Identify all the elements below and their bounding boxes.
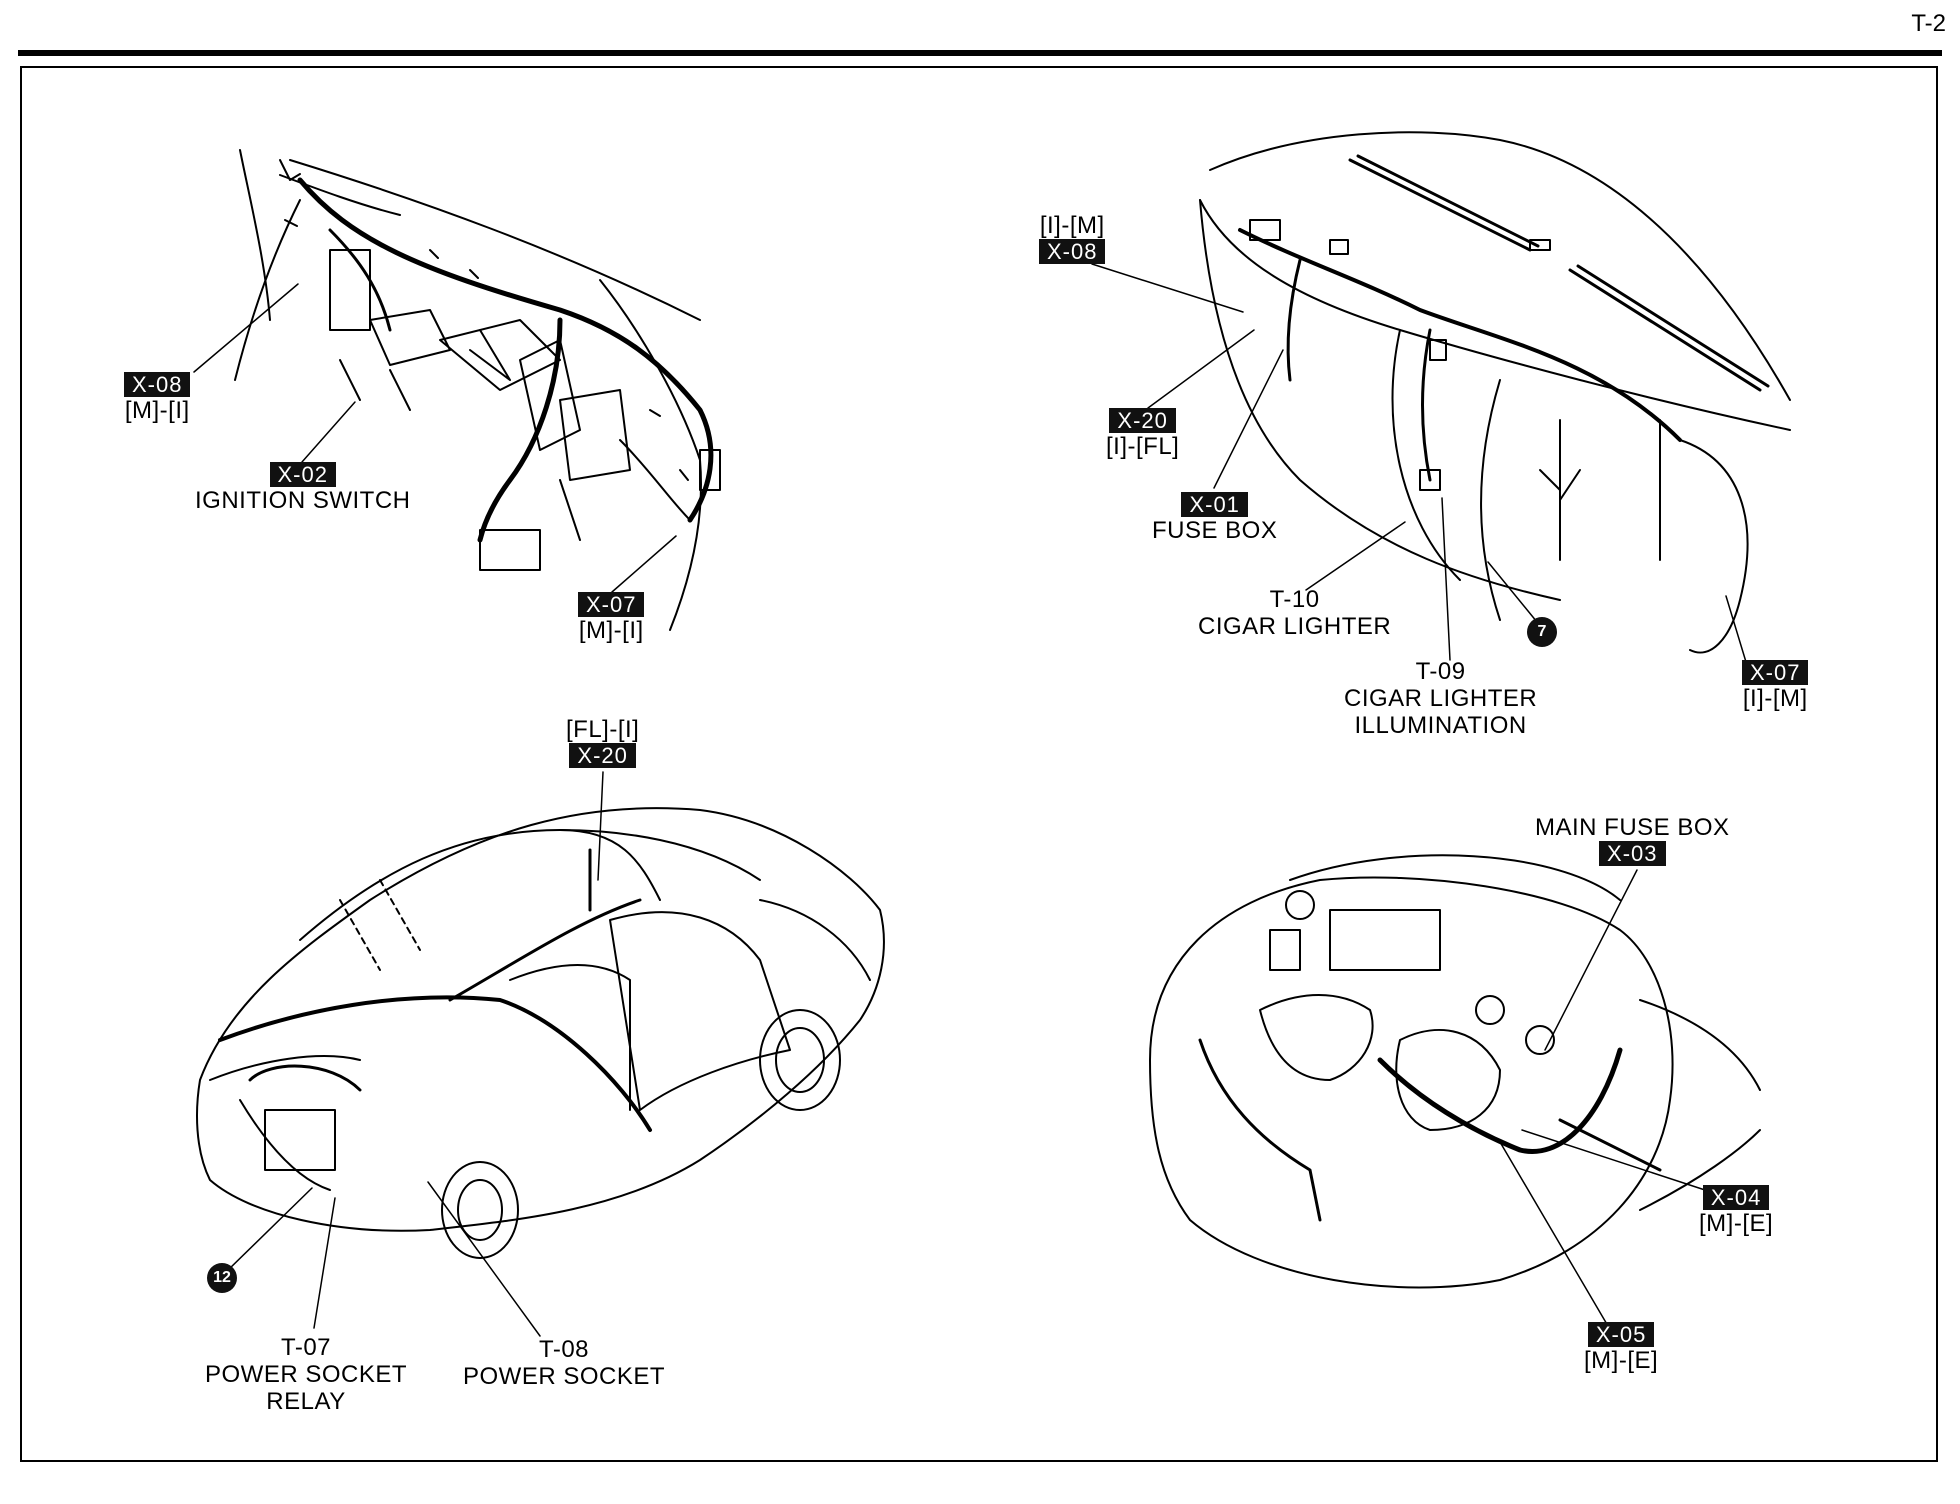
- top-rule: [18, 50, 1942, 56]
- component-name: IGNITION SWITCH: [195, 487, 411, 514]
- connector-route: [M]-[I]: [124, 397, 190, 424]
- terminal-code: T-07: [281, 1334, 332, 1361]
- connector-route: [I]-[FL]: [1106, 433, 1180, 460]
- connector-tag: X-20: [1109, 408, 1176, 433]
- callout-x07-right: X-07 [I]-[M]: [1742, 660, 1809, 712]
- callout-t08-power-socket: T-08 POWER SOCKET: [463, 1336, 665, 1390]
- terminal-code: T-09: [1415, 658, 1466, 685]
- callout-x01-fuse-box: X-01 FUSE BOX: [1152, 492, 1277, 544]
- component-name: FUSE BOX: [1152, 517, 1278, 544]
- connector-tag: X-04: [1702, 1185, 1770, 1210]
- diagram-frame: [20, 66, 1938, 1462]
- component-name: CIGAR LIGHTER: [1198, 613, 1392, 640]
- ground-point-12: 12: [207, 1263, 237, 1293]
- page-number: T-2: [1911, 10, 1946, 37]
- connector-tag: X-01: [1181, 492, 1248, 517]
- callout-x05: X-05 [M]-[E]: [1584, 1322, 1658, 1374]
- dashboard-left-illustration: [234, 149, 721, 631]
- callout-t07-power-socket-relay: T-07 POWER SOCKET RELAY: [205, 1334, 407, 1415]
- callout-x20-vehicle: [FL]-[I] X-20: [566, 716, 639, 768]
- connector-tag: X-07: [578, 592, 645, 617]
- callout-x20-right: X-20 [I]-[FL]: [1106, 408, 1179, 460]
- connector-tag: X-05: [1587, 1322, 1655, 1347]
- vehicle-body-illustration: [196, 807, 885, 1259]
- component-name: POWER SOCKET: [463, 1363, 666, 1390]
- connector-route: [FL]-[I]: [566, 716, 640, 743]
- connector-route: [I]-[M]: [1742, 685, 1808, 712]
- callout-x02-ignition-switch: X-02 IGNITION SWITCH: [195, 462, 410, 514]
- dashboard-right-illustration: [1199, 131, 1791, 654]
- component-name: CIGAR LIGHTER: [1344, 685, 1538, 712]
- component-name: RELAY: [266, 1388, 346, 1415]
- connector-route: [I]-[M]: [1039, 212, 1105, 239]
- connector-tag: X-08: [1039, 239, 1106, 264]
- callout-x03-main-fuse-box: MAIN FUSE BOX X-03: [1535, 814, 1730, 866]
- terminal-code: T-10: [1269, 586, 1320, 613]
- connector-route: [M]-[I]: [578, 617, 644, 644]
- connector-tag: X-02: [269, 462, 336, 487]
- leader-lines: [193, 263, 1747, 1337]
- component-name: ILLUMINATION: [1354, 712, 1527, 739]
- terminal-code: T-08: [539, 1336, 590, 1363]
- connector-tag: X-03: [1599, 841, 1666, 866]
- component-name: MAIN FUSE BOX: [1535, 814, 1730, 841]
- engine-compartment-illustration: [1149, 854, 1761, 1289]
- callout-x04: X-04 [M]-[E]: [1699, 1185, 1773, 1237]
- connector-tag: X-07: [1742, 660, 1809, 685]
- connector-route: [M]-[E]: [1699, 1210, 1774, 1237]
- connector-route: [M]-[E]: [1584, 1347, 1659, 1374]
- connector-tag: X-20: [569, 743, 636, 768]
- callout-t10-cigar-lighter: T-10 CIGAR LIGHTER: [1198, 586, 1391, 640]
- callout-x08-left: X-08 [M]-[I]: [124, 372, 191, 424]
- callout-x08-right: [I]-[M] X-08: [1039, 212, 1106, 264]
- component-name: POWER SOCKET: [205, 1361, 408, 1388]
- ground-point-7: 7: [1527, 617, 1557, 647]
- callout-t09-cigar-lighter-illumination: T-09 CIGAR LIGHTER ILLUMINATION: [1344, 658, 1537, 739]
- connector-tag: X-08: [124, 372, 191, 397]
- callout-x07-left: X-07 [M]-[I]: [578, 592, 645, 644]
